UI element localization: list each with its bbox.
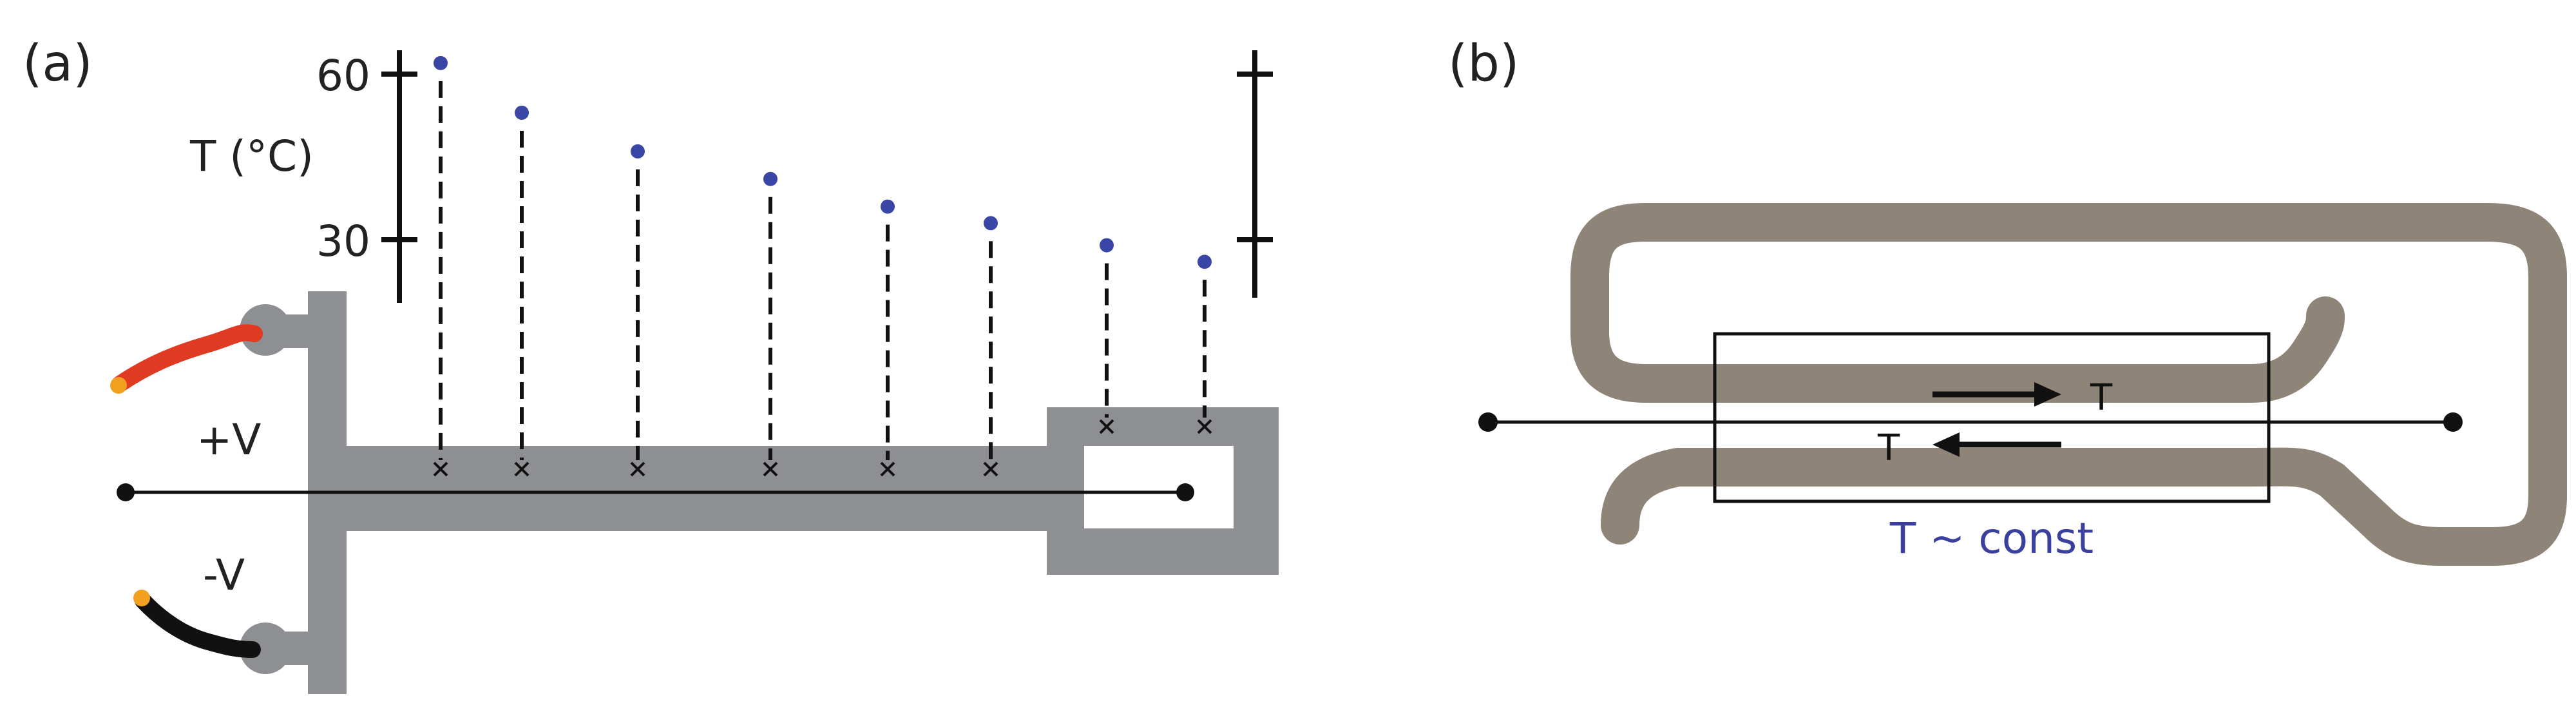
constant-temperature-region (1713, 332, 2271, 503)
heater-strip (345, 446, 1058, 531)
sample-endpoint-left (117, 483, 135, 501)
arrow-forward (1932, 382, 2061, 407)
temperature-point-5 (881, 199, 895, 214)
temperature-point-3 (631, 144, 645, 159)
arrow-backward-label: T (1877, 427, 1900, 469)
positive-wire (111, 324, 263, 392)
tick-label-60: 60 (316, 51, 370, 101)
probe-mark-8 (1197, 419, 1212, 434)
temperature-point-8 (1197, 255, 1212, 269)
connector-top (240, 304, 291, 356)
connector-bottom (240, 622, 291, 674)
temperature-point-2 (515, 105, 529, 120)
heater-loop (1570, 203, 2567, 566)
arrow-forward-head (2034, 382, 2061, 407)
plus-v-label: +V (196, 415, 261, 465)
panel-b-label: (b) (1448, 35, 1519, 93)
negative-wire-tip (133, 590, 150, 606)
probe-mark-4 (763, 461, 778, 477)
temperature-profile (433, 55, 1212, 477)
arrow-backward (1932, 432, 2061, 457)
axis-label: T (°C) (189, 131, 314, 181)
probe-mark-3 (630, 461, 645, 477)
probe-mark-7 (1099, 419, 1114, 434)
lead-wires: +V -V (110, 324, 263, 658)
arrow-forward-label: T (2090, 377, 2113, 419)
sample-endpoint-right (1176, 483, 1194, 501)
sample-b-endpoint-right (2443, 412, 2463, 432)
arrow-backward-head (1932, 432, 1960, 457)
heater-end-window (1084, 446, 1234, 528)
probe-mark-1 (433, 461, 448, 477)
positive-wire-tip (110, 377, 127, 394)
heater-loop-path (1570, 203, 2567, 566)
constant-temperature-annotation: T ~ const (1889, 514, 2094, 563)
temperature-axis: 60 30 T (°C) (189, 50, 417, 303)
probe-mark-2 (514, 461, 530, 477)
temperature-point-4 (763, 171, 778, 186)
panel-b: (b) T T T ~ const (1448, 35, 2567, 566)
right-axis (1237, 50, 1273, 298)
panel-a-label: (a) (23, 35, 93, 93)
temperature-point-1 (434, 55, 448, 70)
panel-a: (a) 60 30 T (°C) (23, 35, 1279, 694)
sample-line-a (117, 483, 1194, 501)
minus-v-label: -V (203, 550, 245, 600)
temperature-point-7 (1100, 238, 1114, 253)
probe-mark-6 (983, 461, 998, 477)
tick-label-30: 30 (316, 217, 370, 266)
negative-wire (135, 592, 261, 658)
temperature-point-6 (984, 216, 998, 231)
sample-b-endpoint-left (1478, 412, 1498, 432)
probe-mark-5 (880, 461, 895, 477)
